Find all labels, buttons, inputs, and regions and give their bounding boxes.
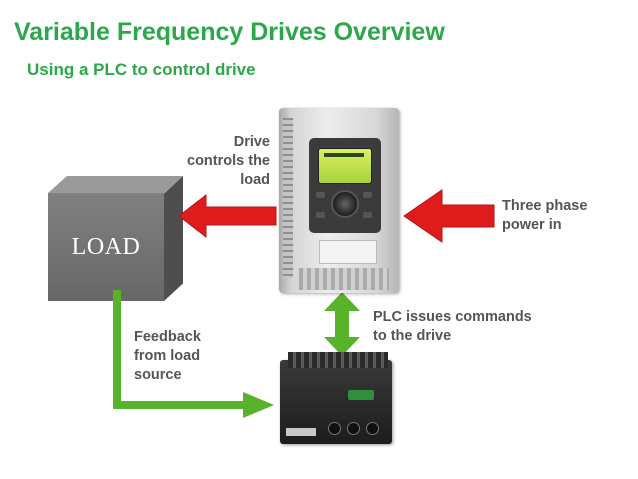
load-box-top-face — [48, 176, 183, 193]
drive-vent — [283, 118, 293, 278]
drive-controls-load-label: Drive controls the load — [187, 134, 270, 188]
plc-port — [328, 422, 341, 435]
load-label: LOAD — [71, 233, 141, 260]
drive-jog-dial — [331, 190, 359, 218]
slide-subtitle: Using a PLC to control drive — [27, 60, 256, 79]
load-box-front-face — [48, 193, 164, 301]
plc-port — [347, 422, 360, 435]
plc-unit — [280, 352, 392, 444]
slide-title: Variable Frequency Drives Overview — [14, 18, 445, 46]
drive-warning-label — [319, 240, 377, 264]
drive-terminal-cover — [299, 268, 389, 290]
load-box-side-face — [164, 176, 183, 301]
feedback-label: Feedback from load source — [134, 329, 201, 383]
plc-port — [366, 422, 379, 435]
drive-to-load-arrow — [178, 193, 277, 239]
plc-brand-logo — [348, 390, 374, 400]
drive-button — [363, 212, 372, 218]
vfd-drive-unit — [279, 108, 399, 293]
drive-button — [316, 212, 325, 218]
plc-drive-bidirectional-arrow — [324, 292, 360, 356]
drive-button — [316, 192, 325, 198]
three-phase-power-label: Three phase power in — [502, 198, 588, 233]
drive-button — [363, 192, 372, 198]
plc-ports — [328, 422, 379, 435]
plc-terminal-block — [288, 352, 388, 368]
three-phase-power-arrow — [403, 189, 495, 243]
load-box: LOAD — [48, 176, 183, 301]
drive-screen-brand-bar — [324, 153, 364, 157]
feedback-arrow — [113, 290, 245, 409]
plc-issues-commands-label: PLC issues commands to the drive — [373, 309, 532, 344]
feedback-arrow-head — [243, 392, 274, 418]
plc-connector-strip — [286, 428, 316, 436]
